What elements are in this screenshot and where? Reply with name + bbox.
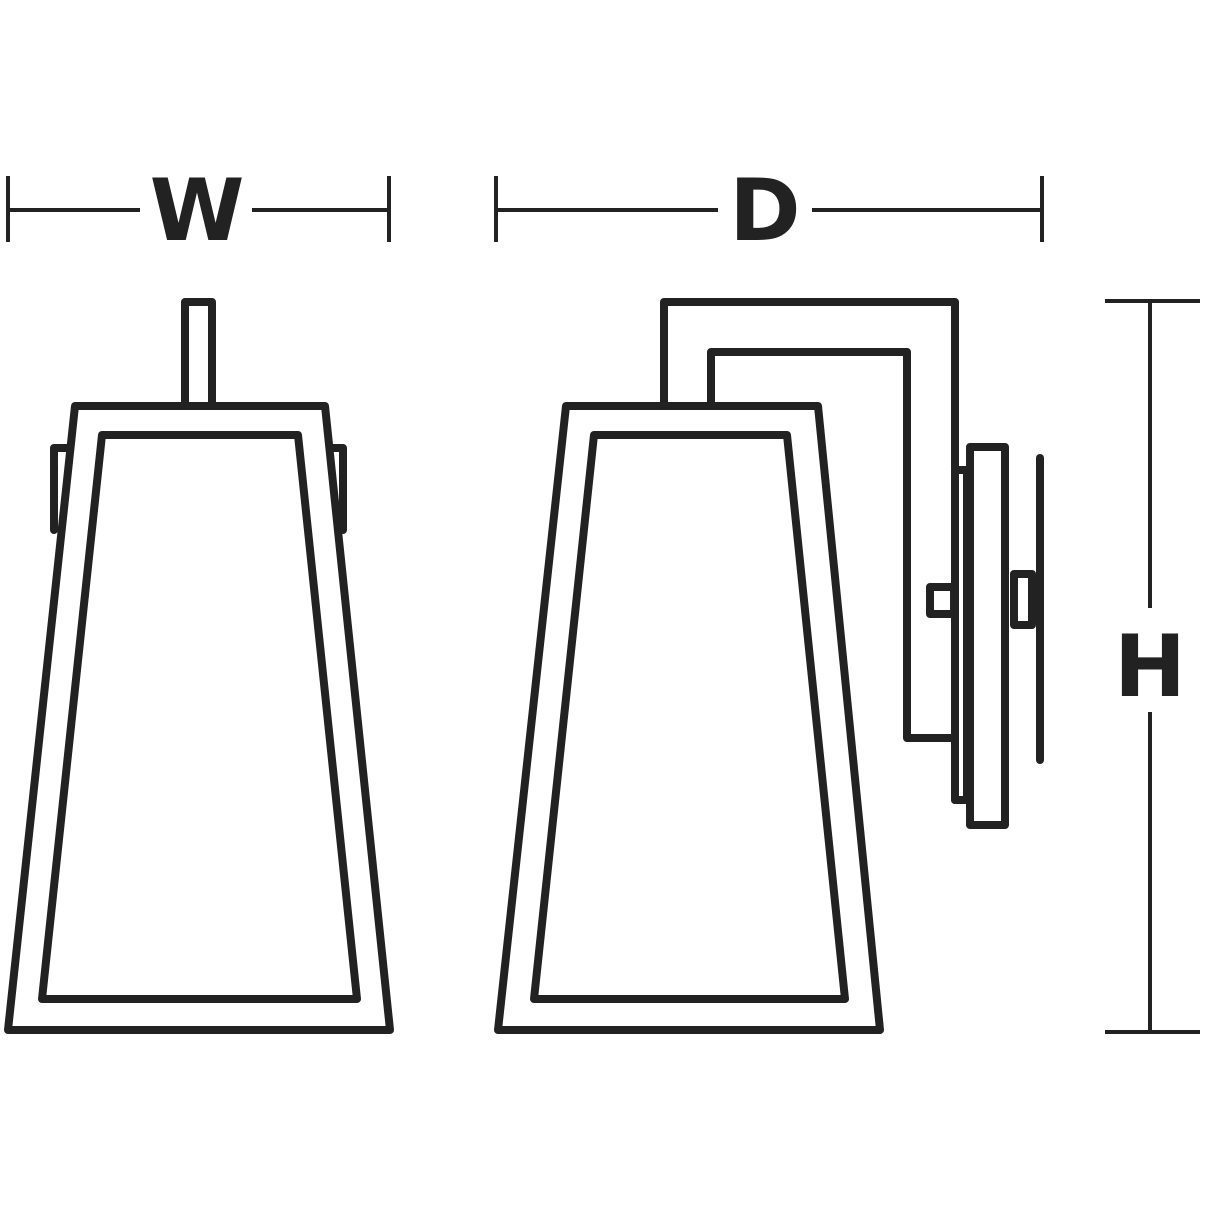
front-stem [181,298,216,410]
front-shade-inner [38,431,361,1003]
right-bracket [326,444,347,534]
width-label: W [150,161,245,261]
arm-outer [660,298,959,472]
depth-dimension: D [494,161,1044,261]
wall-plate [966,443,1009,829]
side-shade-inner [530,431,849,1003]
depth-label: D [729,161,800,261]
arm-inner [707,348,959,742]
left-bracket [50,444,73,534]
height-dimension: H [1105,299,1200,1034]
width-dimension: W [6,161,391,261]
front-view [4,298,394,1034]
mount-strap [1010,570,1036,629]
side-view [494,298,1044,1034]
height-label: H [1114,617,1186,717]
mount-nut [926,583,958,618]
wall-plate-backing [951,466,971,804]
